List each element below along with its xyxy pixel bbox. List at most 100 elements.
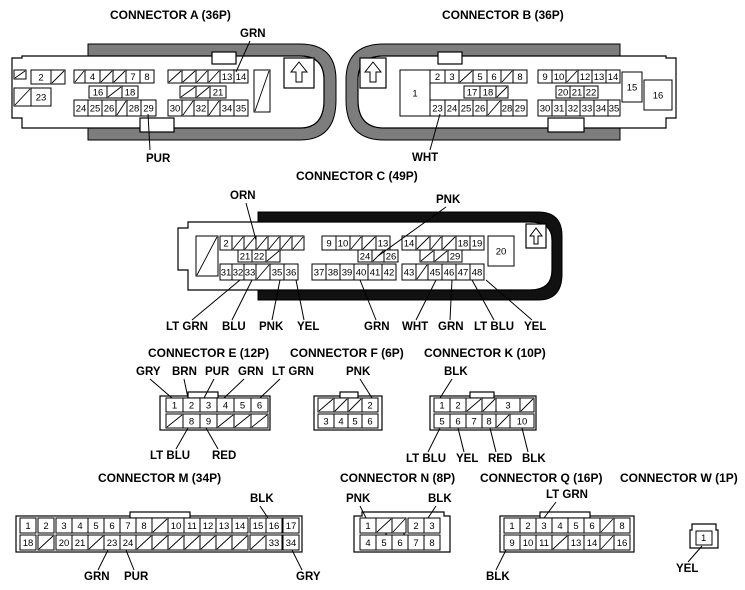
connector-c-pin-27-unused-mark [420, 250, 434, 262]
leader-e-pur [203, 378, 215, 399]
leader-c-orn [245, 202, 257, 241]
connector-e-pin-3-label: 3 [206, 401, 211, 412]
connector-k-pin-x-unused-mark [466, 398, 482, 412]
connector-b-pin-29 [512, 99, 528, 117]
connector-e-pin-6 [250, 397, 269, 413]
connector-n-title: CONNECTOR N (8P) [340, 471, 455, 485]
connector-m-pin-2 [37, 517, 55, 534]
connector-a-pin-35 [233, 99, 249, 117]
connector-b-pin-35-label: 35 [609, 104, 620, 115]
connector-n-pin-x-unused-mark [376, 518, 392, 533]
connector-m-pin-17 [282, 517, 300, 534]
connector-m-pin-17-label: 17 [286, 521, 297, 532]
connector-e-pin-6-label: 6 [257, 401, 262, 412]
connector-m-pin-31-unused-mark [232, 535, 248, 550]
connector-b-pin-8-label: 8 [517, 72, 522, 83]
connector-m-pin-4-label: 4 [77, 521, 82, 532]
connector-f-pin-2-label: 2 [367, 401, 372, 412]
connector-k-pin-3-label: 3 [505, 401, 510, 412]
connector-a-pin-23-label: 23 [36, 93, 47, 104]
connector-e-pin-12-unused-mark [251, 414, 268, 428]
connector-n-pin-7-label: 7 [413, 538, 418, 549]
leader-k-blk [439, 378, 453, 399]
connector-f-pin-x-unused-mark [334, 398, 348, 412]
connector-a-pin-20-unused-mark [196, 86, 210, 98]
connector-a-pin-32-label: 32 [196, 104, 207, 115]
connector-b-bottom-tab [547, 117, 585, 133]
connector-b-pin-1 [399, 69, 431, 117]
connector-b-pin-24-label: 24 [447, 104, 458, 115]
connector-c-pin-14-label: 14 [404, 239, 415, 250]
connector-c-pin-11-unused-mark [350, 236, 362, 250]
connector-m-pin-7-label: 7 [125, 521, 130, 532]
connector-b-pin-22 [583, 85, 599, 99]
connector-c-pin-3-unused-mark [232, 236, 244, 250]
connector-m-pin-33 [265, 534, 283, 551]
connector-m-pin-32-unused-mark [250, 535, 266, 550]
wire-label-f-pnk: PNK [346, 366, 371, 378]
connector-e-pin-5-label: 5 [240, 401, 245, 412]
connector-c-pin-13-label: 13 [378, 239, 389, 250]
connector-n-pin-3-label: 3 [429, 521, 434, 532]
connector-b-pin-31-label: 31 [554, 104, 565, 115]
leader-c-lt-blu [471, 279, 495, 321]
leader-q-blk [495, 549, 507, 571]
wire-label-m-gry: GRY [296, 571, 321, 583]
connector-w: CONNECTOR W (1P) 1 YEL [620, 471, 738, 575]
connector-a-pin-4-label: 4 [90, 72, 95, 83]
connector-b-pin-13-label: 13 [594, 72, 605, 83]
connector-c-pin-25-unused-mark [372, 250, 384, 262]
connector-c-pin-37-label: 37 [314, 268, 325, 279]
connector-a-up-arrow-icon [289, 61, 309, 83]
connector-m-pin-3-label: 3 [61, 521, 66, 532]
connector-k-pin-y-unused-mark [482, 398, 496, 412]
connector-b-pin-18-label: 18 [483, 88, 494, 99]
wire-label-e-pur: PUR [205, 366, 230, 378]
connector-c-pin-28-unused-mark [434, 250, 448, 262]
connector-c-pin-2-label: 2 [223, 239, 228, 250]
wire-label-w-yel: YEL [676, 563, 698, 575]
connector-a-pin-3-unused-mark [74, 70, 85, 83]
leader-q-lt-grn [543, 501, 557, 519]
connector-a-top-tab [211, 51, 237, 65]
connector-c-pin-39-label: 39 [342, 268, 353, 279]
connector-m-pin-22-unused-mark [88, 535, 104, 550]
connector-c-pin-42-label: 42 [384, 268, 395, 279]
connector-a-pin-14 [233, 69, 249, 84]
connector-c-pin-24-label: 24 [360, 252, 371, 263]
connector-c-pin-40-label: 40 [356, 268, 367, 279]
connector-k-pin-8-label: 8 [486, 417, 491, 428]
connector-a-pin-34-label: 34 [222, 104, 233, 115]
connector-f-title: CONNECTOR F (6P) [290, 346, 404, 360]
connector-n-pin-8-label: 8 [429, 538, 434, 549]
connector-c-pin-47-label: 47 [458, 268, 469, 279]
leader-k-blk2 [521, 427, 529, 453]
connector-c-pin-26 [383, 249, 399, 263]
connector-m-pin-18-label: 18 [23, 538, 34, 549]
connector-a-pin-16-label: 16 [93, 88, 104, 99]
connector-c-pin-29 [447, 249, 463, 263]
leader-b-wht [429, 113, 441, 151]
connector-b-pin-25-label: 25 [461, 104, 472, 115]
connector-c-pin-21-label: 21 [240, 252, 251, 263]
connector-b-pin-14 [605, 69, 621, 84]
connector-c-pin-19 [469, 235, 485, 251]
connector-w-title: CONNECTOR W (1P) [620, 471, 738, 485]
connector-w-pin-1 [695, 530, 713, 546]
connector-c-pin-32-label: 32 [233, 268, 244, 279]
connector-a-pin-8 [139, 69, 155, 84]
connector-b-pin-16-label: 16 [653, 91, 664, 102]
connector-a-pin-26-label: 26 [104, 104, 115, 115]
connector-c-pin-36-label: 36 [286, 268, 297, 279]
connector-n-pin-6-label: 6 [397, 538, 402, 549]
wire-label-c-yel: YEL [297, 321, 319, 333]
connector-b-pin-9-label: 9 [542, 72, 547, 83]
wire-label-n-pnk: PNK [346, 493, 371, 505]
connector-b-pin-28-label: 28 [502, 104, 513, 115]
leader-c-grn [359, 279, 377, 321]
connector-b-pin-2-label: 2 [435, 72, 440, 83]
connector-q-pin-2-label: 2 [525, 521, 530, 532]
connector-q-pin-11-label: 11 [539, 538, 549, 549]
